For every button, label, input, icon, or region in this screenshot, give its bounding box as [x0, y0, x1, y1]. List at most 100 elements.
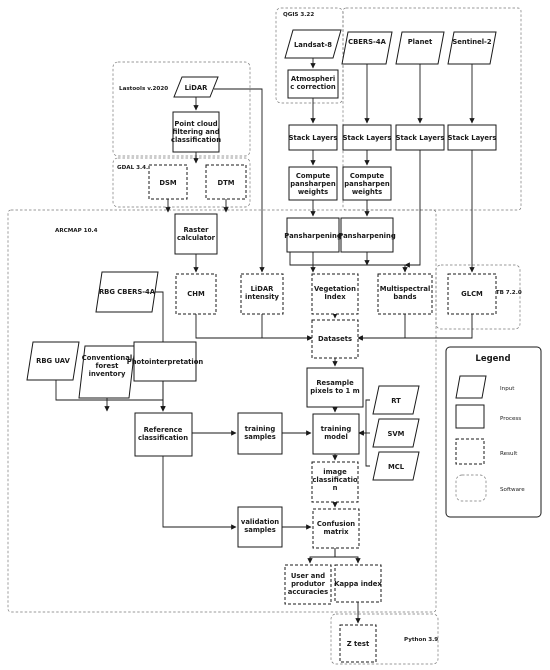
kappa-index-result-shape: [334, 564, 382, 603]
svm-input-shape: [372, 418, 420, 448]
stack3-process-line: Stack Layers: [396, 134, 445, 142]
cbers-input-shape: [341, 31, 393, 65]
training-samples-process-line: samples: [244, 433, 276, 441]
mcl-input-label: MCL: [388, 463, 405, 471]
datasets-result: Datasets: [311, 319, 359, 359]
validation-samples-process-line: validation: [241, 518, 279, 526]
connector: [307, 548, 336, 564]
pan1-process: Pansharpening: [284, 217, 342, 253]
confusion-matrix-result-shape: [312, 508, 360, 549]
vegetation-result-shape: [311, 273, 359, 315]
pan1-process-label: Pansharpening: [284, 232, 342, 240]
datasets-result-shape: [311, 319, 359, 359]
legend-input-swatch: [455, 375, 487, 399]
pan2-process-line: Pansharpening: [338, 232, 396, 240]
atmos-process-line: c correction: [290, 83, 336, 91]
pan2-process-shape: [340, 217, 394, 253]
training-model-process-shape: [312, 413, 360, 455]
chm-result: CHM: [175, 273, 217, 315]
legend-frame: [445, 346, 542, 518]
stack1-process-label: Stack Layers: [289, 134, 338, 142]
stack4-process-shape: [447, 124, 497, 151]
planet-input-shape: [395, 31, 445, 65]
forest-inventory-input-line: inventory: [89, 370, 126, 378]
pw1-process-line: Compute: [296, 172, 331, 180]
legend: Legend Input Process Result Software: [445, 346, 542, 518]
sentinel-input: Sentinel-2: [447, 31, 497, 65]
dsm-result-label: DSM: [159, 179, 177, 187]
pointcloud-process-line: classification: [171, 136, 221, 144]
cbers-input-line: CBERS-4A: [348, 38, 386, 46]
training-samples-process-line: training: [245, 425, 276, 433]
python-container: [330, 613, 439, 665]
connector: [358, 430, 370, 467]
svm-input-label: SVM: [388, 430, 405, 438]
rbg-uav-input-line: RBG UAV: [36, 357, 70, 365]
rbg-cbers-input-line: RBG CBERS-4A: [99, 288, 156, 296]
legend-software-swatch: [455, 474, 487, 502]
legend-title: Legend: [475, 354, 510, 364]
multispectral-result-line: Multispectral: [380, 285, 431, 293]
dsm-result: DSM: [148, 164, 188, 200]
connector: [334, 548, 361, 564]
pw2-process-line: Compute: [350, 172, 385, 180]
validation-samples-process-shape: [237, 506, 283, 548]
connector: [289, 252, 408, 273]
planet-input-line: Planet: [408, 38, 433, 46]
vegetation-result-line: Index: [324, 293, 346, 301]
multispectral-result-line: bands: [393, 293, 416, 301]
landsat-input-line: Landsat-8: [294, 41, 332, 49]
connector: [404, 150, 421, 268]
photointerpretation-process-label: Photointerpretation: [127, 358, 204, 366]
landsat-input-label: Landsat-8: [294, 41, 332, 49]
photointerpretation-process-shape: [133, 341, 197, 382]
rastercalc-process-shape: [174, 213, 218, 255]
z-test-result: Z test: [339, 624, 377, 663]
pw1-process-line: pansharpen: [290, 180, 336, 188]
connectors: [55, 50, 475, 624]
mcl-input-line: MCL: [388, 463, 405, 471]
image-classification-result-line: n: [333, 484, 338, 492]
lidar-input-shape: [173, 76, 219, 98]
dtm-result-label: DTM: [217, 179, 234, 187]
lidar-intensity-result-shape: [240, 273, 284, 315]
stack4-process-label: Stack Layers: [448, 134, 497, 142]
stack1-process: Stack Layers: [288, 124, 338, 151]
rt-input: RT: [372, 385, 420, 415]
connector: [357, 314, 406, 341]
reference-classification-process-shape: [134, 412, 193, 457]
validation-samples-process-line: samples: [244, 526, 276, 534]
multispectral-result-shape: [377, 273, 433, 315]
rbg-cbers-input-shape: [95, 271, 159, 313]
arcmap-label: ARCMAP 10.4: [55, 228, 98, 234]
glcm-result-line: GLCM: [461, 290, 483, 298]
rt-input-label: RT: [391, 397, 401, 405]
z-test-result-label: Z test: [347, 640, 370, 648]
dtm-result: DTM: [205, 164, 247, 200]
chm-result-label: CHM: [187, 290, 205, 298]
cbers-input: CBERS-4A: [341, 31, 393, 65]
planet-input: Planet: [395, 31, 445, 65]
chm-result-line: CHM: [187, 290, 205, 298]
lastools-container: [112, 61, 251, 157]
legend-input-label: Input: [500, 386, 515, 392]
stack3-process: Stack Layers: [395, 124, 445, 151]
image-classification-result-line: classificatio: [312, 476, 358, 484]
kappa-index-result-label: Kappa index: [334, 580, 382, 588]
stack1-process-line: Stack Layers: [289, 134, 338, 142]
qgis-label: QGIS 3.22: [283, 12, 314, 18]
photointerpretation-process-line: Photointerpretation: [127, 358, 204, 366]
